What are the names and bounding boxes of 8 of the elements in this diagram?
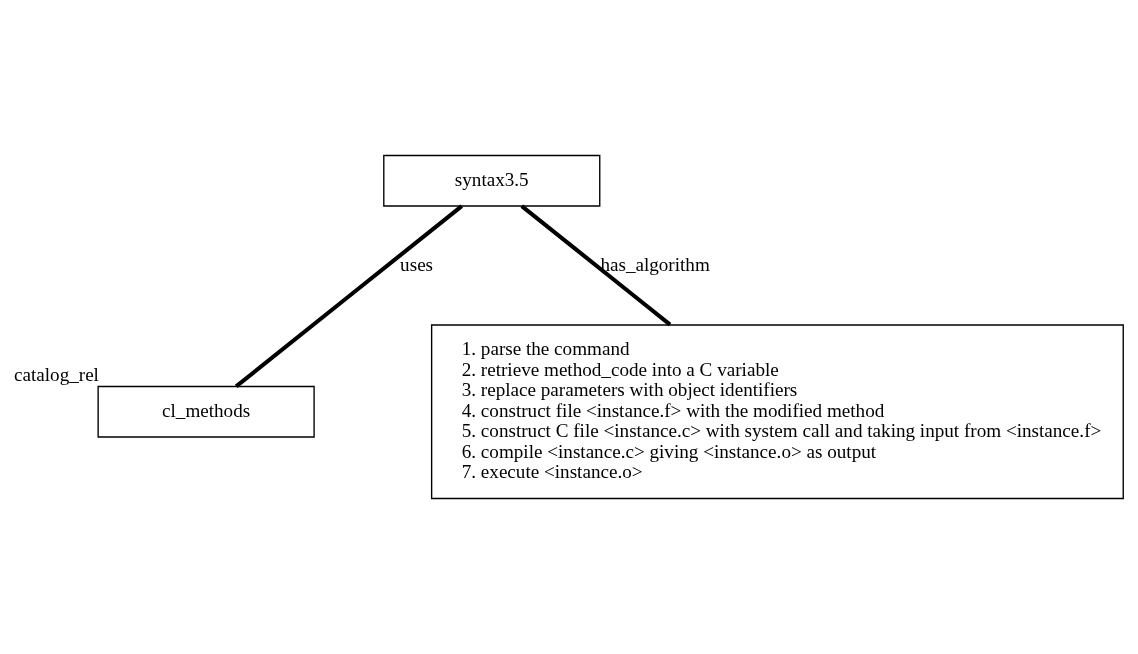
connector <box>520 204 672 327</box>
connector <box>234 204 464 388</box>
edge-label: uses <box>400 253 434 275</box>
node-box: cl_methods <box>97 385 315 438</box>
edge-label: has_algorithm <box>600 253 710 275</box>
node-box: 1. parse the command 2. retrieve method_code into a C variable 3. replace parameters with object identifiers 4. construct file <instance.f> with the modified method 5. construct C file <instance.c> with system call and taking input from <instance.f> 6. compile <instance.c> giving <instance.o> as output 7. execute <instance.o> <box>430 324 1124 500</box>
node-label: catalog_rel <box>13 364 99 386</box>
node-box: syntax3.5 <box>383 154 601 207</box>
